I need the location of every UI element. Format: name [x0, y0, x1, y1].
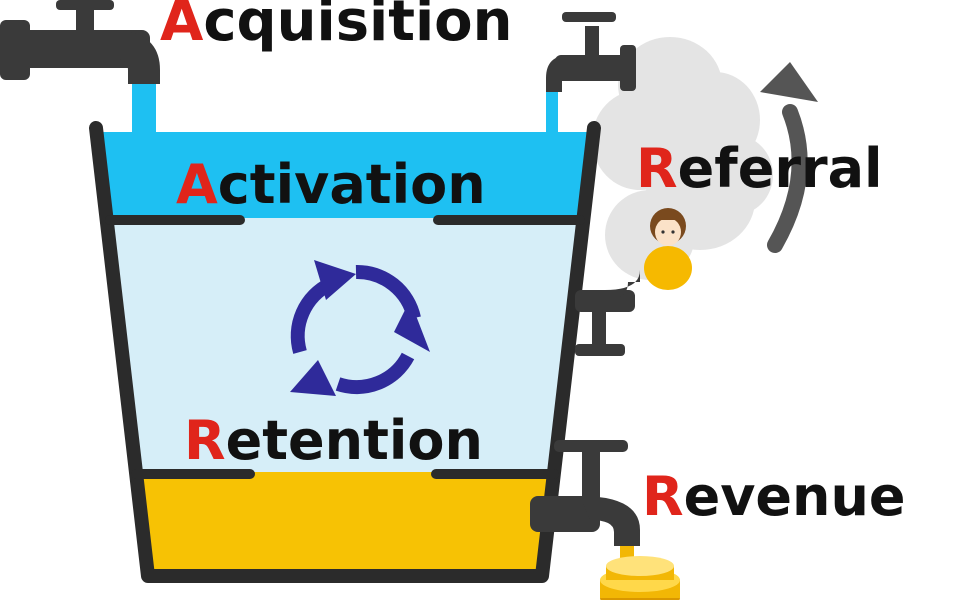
faucet-icon: [530, 440, 640, 546]
cycle-arrowheads: [290, 260, 430, 396]
acquisition-stream: [132, 78, 156, 132]
retention-water: [112, 218, 578, 472]
activation-initial: A: [176, 153, 218, 216]
retention-initial: R: [184, 409, 226, 472]
referral-initial: R: [636, 137, 678, 200]
revenue-rest: evenue: [683, 465, 906, 528]
coins-icon: [600, 556, 680, 600]
faucet-icon: [0, 0, 160, 84]
acquisition-initial: A: [160, 0, 204, 54]
acquisition-label: Acquisition: [160, 0, 513, 50]
curved-arrow-icon: [760, 62, 818, 253]
referral-rest: eferral: [677, 137, 883, 200]
activation-band: [100, 132, 590, 218]
retention-rest: etention: [225, 409, 483, 472]
person-icon: [644, 208, 692, 290]
referral-label: Referral: [636, 142, 883, 196]
revenue-initial: R: [642, 465, 684, 528]
bucket-outline: [89, 121, 601, 583]
activation-label: Activation: [176, 158, 486, 212]
faucet-icon: [546, 12, 636, 92]
acquisition-rest: cquisition: [203, 0, 513, 54]
revenue-label: Revenue: [642, 470, 906, 524]
referral-stream: [546, 90, 558, 132]
faucet-icon: [575, 270, 640, 356]
activation-rest: ctivation: [217, 153, 486, 216]
retention-label: Retention: [184, 414, 483, 468]
revenue-band: [135, 472, 553, 572]
